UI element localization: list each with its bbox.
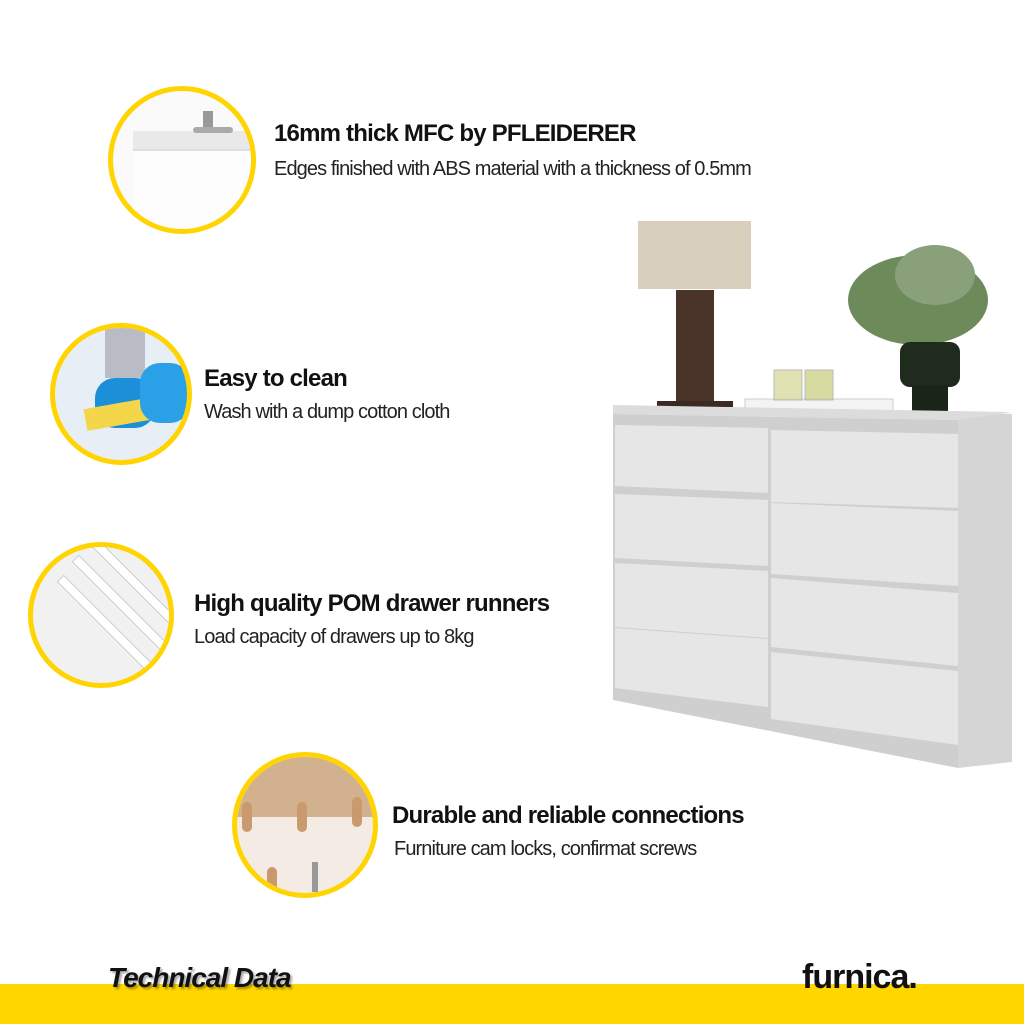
feature-title: High quality POM drawer runners	[194, 590, 550, 617]
feature-description: Load capacity of drawers up to 8kg	[194, 626, 474, 648]
cleaning-photo	[50, 323, 192, 465]
mfc-board-photo	[108, 86, 256, 234]
footer-bar	[0, 984, 1024, 1024]
lamp-base	[676, 290, 714, 402]
plant	[848, 245, 988, 413]
feature-title: 16mm thick MFC by PFLEIDERER	[274, 120, 636, 147]
lamp-shade	[638, 221, 751, 289]
technical-data-label: Technical Data	[108, 962, 292, 993]
feature-description: Wash with a dump cotton cloth	[204, 401, 450, 423]
drawer-runners-photo	[28, 542, 174, 688]
feature-title: Easy to clean	[204, 365, 348, 392]
feature-title: Durable and reliable connections	[392, 802, 745, 829]
connections-photo	[232, 752, 378, 898]
brand-logo: furnica.	[802, 958, 918, 996]
feature-description: Furniture cam locks, confirmat screws	[394, 838, 697, 860]
feature-description: Edges finished with ABS material with a …	[274, 158, 752, 180]
